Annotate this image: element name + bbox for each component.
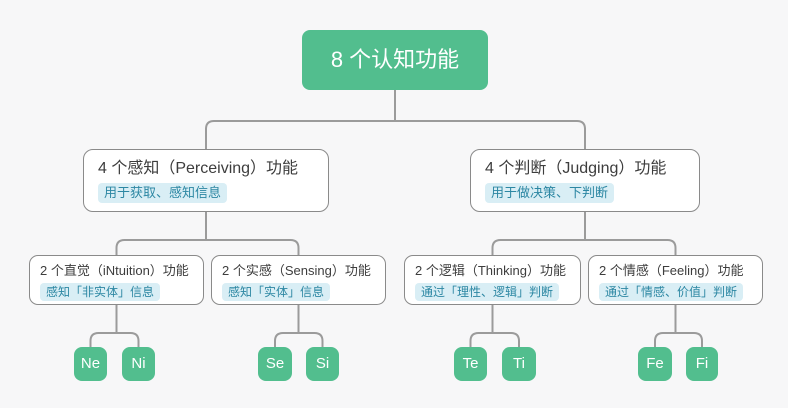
group-node-sensing[interactable]: 2 个实感（Sensing）功能 感知「实体」信息	[211, 255, 386, 305]
group-note: 通过「理性、逻辑」判断	[415, 283, 560, 301]
root-node[interactable]: 8 个认知功能	[302, 30, 488, 90]
group-note: 感知「非实体」信息	[40, 283, 161, 301]
leaf-node-se[interactable]: Se	[258, 347, 292, 381]
leaf-node-ne[interactable]: Ne	[74, 347, 107, 381]
leaf-node-fe[interactable]: Fe	[638, 347, 672, 381]
group-title: 2 个情感（Feeling）功能	[599, 263, 744, 278]
group-title: 2 个实感（Sensing）功能	[222, 263, 371, 278]
group-node-intuition[interactable]: 2 个直觉（iNtuition）功能 感知「非实体」信息	[29, 255, 204, 305]
branch-node-judging[interactable]: 4 个判断（Judging）功能 用于做决策、下判断	[470, 149, 700, 212]
group-node-feeling[interactable]: 2 个情感（Feeling）功能 通过「情感、价值」判断	[588, 255, 763, 305]
leaf-node-ti[interactable]: Ti	[502, 347, 536, 381]
branch-note: 用于做决策、下判断	[485, 183, 615, 203]
branch-note: 用于获取、感知信息	[98, 183, 228, 203]
group-node-thinking[interactable]: 2 个逻辑（Thinking）功能 通过「理性、逻辑」判断	[404, 255, 581, 305]
branch-title: 4 个判断（Judging）功能	[485, 160, 667, 177]
leaf-node-te[interactable]: Te	[454, 347, 487, 381]
branch-node-perceiving[interactable]: 4 个感知（Perceiving）功能 用于获取、感知信息	[83, 149, 329, 212]
leaf-node-fi[interactable]: Fi	[686, 347, 718, 381]
group-note: 感知「实体」信息	[222, 283, 331, 301]
group-note: 通过「情感、价值」判断	[599, 283, 744, 301]
branch-title: 4 个感知（Perceiving）功能	[98, 160, 299, 177]
leaf-node-si[interactable]: Si	[306, 347, 339, 381]
leaf-node-ni[interactable]: Ni	[122, 347, 155, 381]
group-title: 2 个直觉（iNtuition）功能	[40, 263, 189, 278]
group-title: 2 个逻辑（Thinking）功能	[415, 263, 566, 278]
